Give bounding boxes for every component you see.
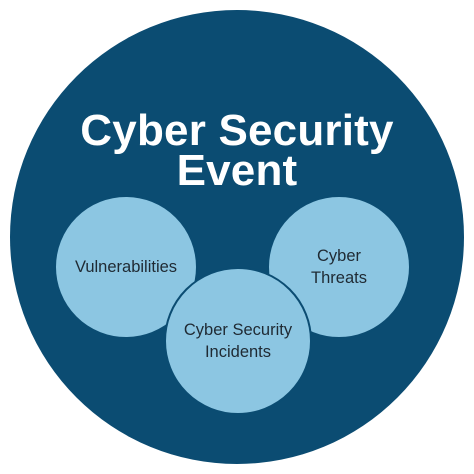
cyber-threats-label-line-1: Cyber <box>316 247 361 265</box>
cyber-threats-label-line-2: Threats <box>311 269 367 287</box>
incidents-label-line-1: Cyber Security <box>183 321 293 339</box>
incidents-label-line-2: Incidents <box>204 343 272 361</box>
title-line-2: Event <box>176 146 298 195</box>
vulnerabilities-label: Vulnerabilities <box>74 258 178 276</box>
title-line-1: Cyber Security <box>80 106 394 155</box>
cyber-security-incidents-circle: Cyber Security Incidents <box>164 267 312 415</box>
